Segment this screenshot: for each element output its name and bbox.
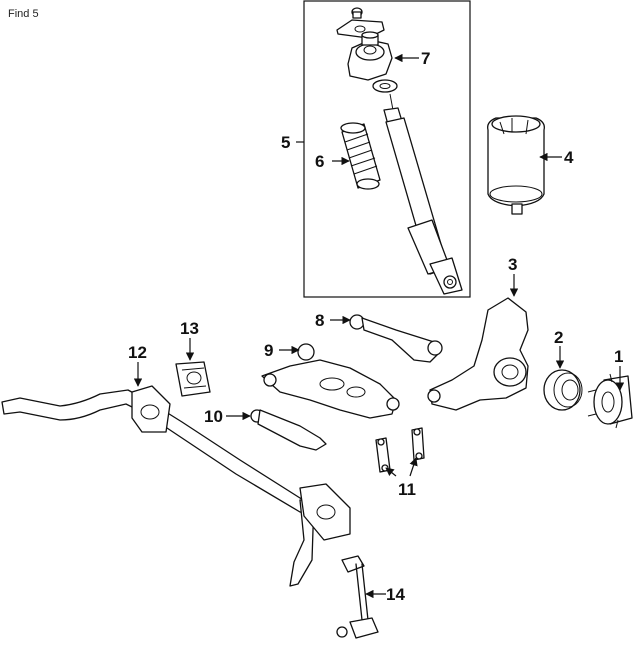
callout-7: 7 — [421, 49, 430, 68]
upper-control-arm-icon — [349, 314, 443, 363]
bar-bushing-icon — [175, 361, 211, 397]
callout-14: 14 — [386, 585, 405, 604]
callout-5: 5 — [281, 133, 290, 152]
callout-12: 12 — [128, 343, 147, 362]
callout-4: 4 — [564, 148, 574, 167]
callout-11: 11 — [398, 480, 416, 499]
mount-bushing-icon — [372, 79, 398, 93]
callout-1: 1 — [614, 347, 623, 366]
air-spring-icon — [487, 115, 545, 215]
top-nut-icon — [351, 7, 363, 19]
bar-bracket-icon — [131, 385, 171, 433]
callout-2: 2 — [554, 328, 563, 347]
small-links-icon — [375, 427, 425, 473]
knuckle-icon — [427, 297, 529, 411]
callout-9: 9 — [264, 341, 273, 360]
find-label: Find 5 — [8, 8, 39, 20]
callout-3: 3 — [508, 255, 517, 274]
callout-6: 6 — [315, 152, 324, 171]
callout-numbers: 1 2 3 4 5 6 7 8 9 10 11 12 13 14 — [128, 49, 623, 604]
callout-13: 13 — [180, 319, 199, 338]
toe-link-icon — [250, 409, 327, 451]
strut-assembly-box — [303, 0, 471, 298]
stabilizer-link-icon — [336, 555, 379, 639]
dust-boot-icon — [340, 122, 381, 190]
lower-arm-icon — [261, 343, 400, 419]
wheel-bearing-icon — [543, 369, 583, 411]
upper-mount-icon — [347, 31, 393, 81]
callout-leaders — [133, 53, 625, 599]
callout-8: 8 — [315, 311, 324, 330]
shock-absorber-icon — [383, 93, 463, 295]
callout-10: 10 — [204, 407, 223, 426]
wheel-hub-icon — [587, 373, 633, 429]
bar-bracket-right-icon — [299, 483, 351, 541]
